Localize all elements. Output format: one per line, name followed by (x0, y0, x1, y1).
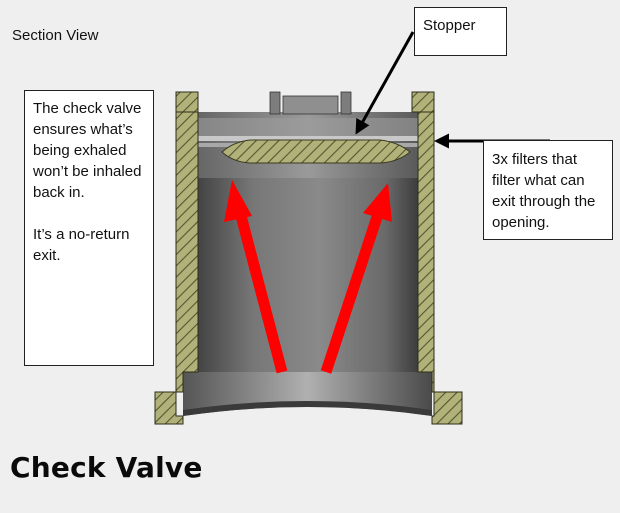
housing-top-left (175, 91, 199, 113)
stopper-disc (221, 139, 411, 164)
airflow-arrow-left (224, 180, 288, 374)
nozzle-right (340, 91, 352, 115)
airflow-arrow-right (320, 183, 392, 374)
section-view-label: Section View (12, 27, 99, 44)
nozzle-left (269, 91, 281, 115)
housing-top-right (411, 91, 435, 113)
page-title: Check Valve (10, 451, 203, 484)
filters-callout: 3x filters that filter what can exit thr… (483, 140, 613, 240)
check-valve-explanation-note: The check valve ensures what’s being exh… (24, 90, 154, 366)
note-paragraph-1: The check valve ensures what’s being exh… (33, 100, 142, 201)
filter-ring-1 (198, 136, 424, 141)
note-paragraph-2: It’s a no-return exit. (33, 226, 130, 264)
stopper-pointer-arrow (355, 31, 415, 135)
stopper-callout: Stopper (414, 7, 507, 56)
nozzle-center (282, 95, 339, 115)
